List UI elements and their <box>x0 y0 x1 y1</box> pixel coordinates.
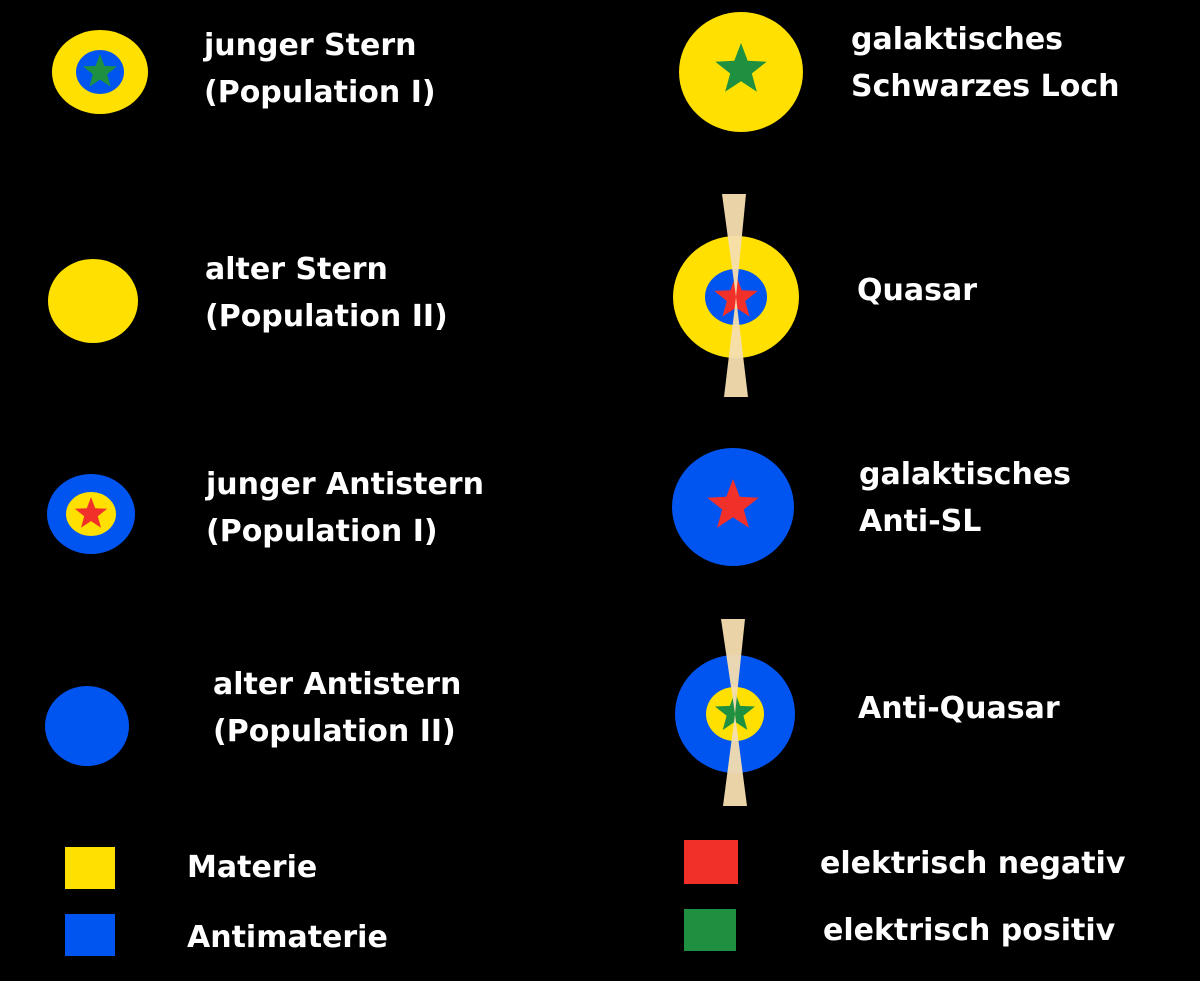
galactic-black-hole-symbol <box>679 12 803 132</box>
legend-antimatter-label: Antimaterie <box>187 920 388 955</box>
old-antistar-symbol <box>45 686 129 766</box>
galactic-black-hole-label-line1: galaktisches <box>851 22 1064 57</box>
young-star-label-line2: (Population I) <box>204 75 436 110</box>
galactic-black-hole-core-star <box>715 43 767 92</box>
quasar-jet-bottom <box>724 297 748 397</box>
old-star-label: alter Stern (Population II) <box>205 246 448 340</box>
old-star-label-line2: (Population II) <box>205 299 448 334</box>
anti-quasar-jet-top <box>721 619 745 714</box>
galactic-anti-black-hole-label-line2: Anti-SL <box>859 504 982 539</box>
old-antistar-disc <box>45 686 129 766</box>
galactic-anti-black-hole-symbol <box>672 448 794 566</box>
old-antistar-label: alter Antistern (Population II) <box>213 661 461 755</box>
anti-quasar-label-line1: Anti-Quasar <box>858 691 1060 726</box>
young-antistar-core-star <box>74 497 108 528</box>
quasar-jet-top <box>722 194 746 297</box>
young-antistar-symbol <box>47 474 135 554</box>
legend-positive-swatch <box>684 909 736 951</box>
quasar-label: Quasar <box>857 267 977 314</box>
galactic-anti-black-hole-core-star <box>707 479 759 528</box>
legend-matter-swatch <box>65 847 115 889</box>
old-star-symbol <box>48 259 138 343</box>
young-star-symbol <box>52 30 148 114</box>
anti-quasar-symbol <box>675 619 795 806</box>
legend-matter-label: Materie <box>187 850 318 885</box>
old-antistar-label-line2: (Population II) <box>213 714 456 749</box>
young-star-label-line1: junger Stern <box>204 28 417 63</box>
young-star-core-star <box>82 54 118 87</box>
young-antistar-label-line2: (Population I) <box>206 514 438 549</box>
old-antistar-label-line1: alter Antistern <box>213 667 462 702</box>
old-star-label-line1: alter Stern <box>205 252 388 287</box>
galactic-black-hole-label: galaktisches Schwarzes Loch <box>851 16 1119 110</box>
old-star-disc <box>48 259 138 343</box>
young-star-label: junger Stern (Population I) <box>204 22 436 116</box>
legend-negative-label: elektrisch negativ <box>820 846 1126 881</box>
young-antistar-label-line1: junger Antistern <box>206 467 484 502</box>
quasar-symbol <box>673 194 799 397</box>
anti-quasar-label: Anti-Quasar <box>858 685 1060 732</box>
quasar-label-line1: Quasar <box>857 273 977 308</box>
legend-negative-swatch <box>684 840 738 884</box>
galactic-anti-black-hole-label: galaktisches Anti-SL <box>859 451 1071 545</box>
legend-positive-label: elektrisch positiv <box>823 913 1116 948</box>
galactic-anti-black-hole-label-line1: galaktisches <box>859 457 1072 492</box>
young-antistar-label: junger Antistern (Population I) <box>206 461 484 555</box>
legend-antimatter-swatch <box>65 914 115 956</box>
anti-quasar-jet-bottom <box>723 714 747 806</box>
galactic-black-hole-label-line2: Schwarzes Loch <box>851 69 1120 104</box>
